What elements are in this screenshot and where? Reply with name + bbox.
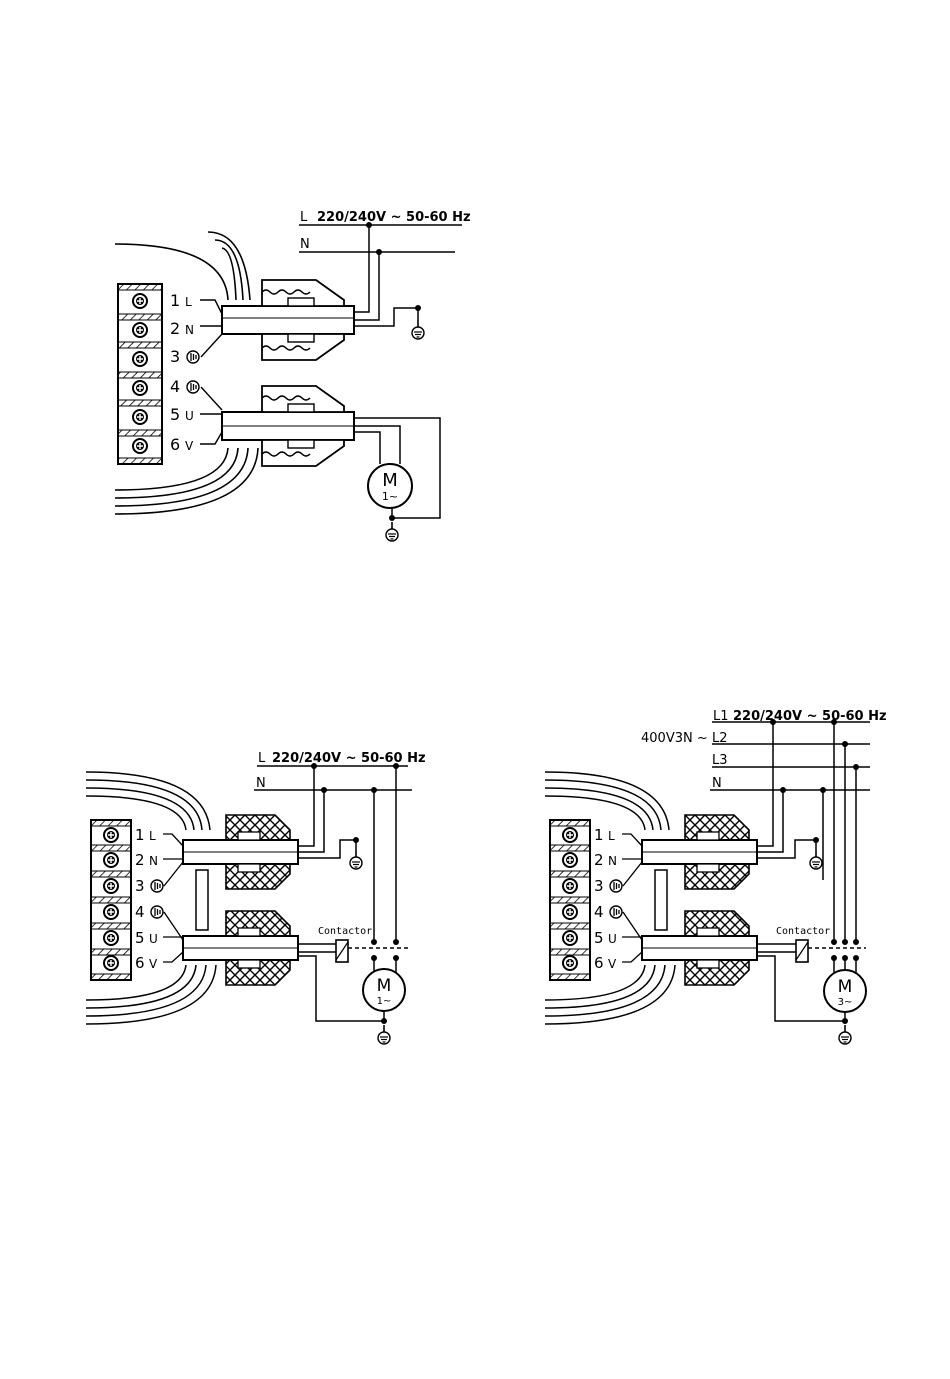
protective-earth-icon	[151, 880, 163, 892]
terminal-2-number: 2	[135, 851, 145, 869]
protective-earth-icon	[187, 351, 199, 363]
terminal-3-number: 3	[594, 877, 604, 895]
terminal-screw-icon	[133, 410, 147, 424]
terminal-3-number: 3	[170, 347, 180, 366]
terminal-block	[91, 820, 131, 980]
terminal-6-number: 6	[170, 435, 180, 454]
terminal-screw-icon	[133, 323, 147, 337]
motor-phase-label: 1~	[382, 490, 398, 503]
wiring-diagram-single-phase-contactor: L 220/240V ~ 50-60 Hz N 1 L 2 N	[86, 751, 426, 1044]
terminal-2-number: 2	[594, 851, 604, 869]
terminal-block	[118, 284, 162, 464]
terminal-screw-icon	[563, 853, 577, 867]
motor-phase-label: 1~	[377, 996, 392, 1007]
terminal-5-mark: U	[149, 932, 158, 946]
terminal-screw-icon	[133, 294, 147, 308]
protective-earth-icon	[610, 880, 622, 892]
motor-label: M	[382, 470, 398, 491]
terminal-1-mark: L	[608, 829, 615, 843]
earth-ground-icon	[378, 1025, 390, 1044]
terminal-screw-icon	[133, 439, 147, 453]
terminal-screw-icon	[563, 879, 577, 893]
earth-ground-icon	[412, 320, 424, 339]
earth-ground-icon	[810, 850, 822, 869]
supply-n-label: N	[256, 776, 266, 791]
terminal-3-number: 3	[135, 877, 145, 895]
supply-l3-label: L3	[712, 753, 728, 768]
terminal-screw-icon	[104, 956, 118, 970]
earth-ground-icon	[839, 1025, 851, 1044]
terminal-5-number: 5	[170, 405, 180, 424]
earth-ground-icon	[350, 850, 362, 869]
terminal-screw-icon	[563, 956, 577, 970]
terminal-4-number: 4	[135, 903, 145, 921]
contactor-label: Contactor	[776, 926, 830, 937]
terminal-5-number: 5	[594, 929, 604, 947]
supply-l-label: L	[300, 210, 308, 225]
wiring-diagram-single-phase: L 220/240V ~ 50-60 Hz N 1 L 2 N	[115, 210, 471, 541]
terminal-1-number: 1	[135, 826, 145, 844]
terminal-2-mark: N	[608, 854, 617, 868]
terminal-screw-icon	[104, 853, 118, 867]
supply-3ph-label: 400V3N ~	[641, 731, 708, 746]
protective-earth-icon	[151, 906, 163, 918]
terminal-6-mark: V	[149, 957, 158, 971]
contactor-label: Contactor	[318, 926, 372, 937]
terminal-screw-icon	[104, 931, 118, 945]
terminal-4-number: 4	[594, 903, 604, 921]
motor-phase-label: 3~	[838, 997, 853, 1008]
protective-earth-icon	[187, 381, 199, 393]
terminal-screw-icon	[104, 905, 118, 919]
motor-label: M	[377, 976, 392, 996]
terminal-screw-icon	[104, 828, 118, 842]
terminal-block	[550, 820, 590, 980]
terminal-2-number: 2	[170, 319, 180, 338]
motor-label: M	[838, 977, 853, 997]
terminal-4-number: 4	[170, 377, 180, 396]
terminal-1-number: 1	[594, 826, 604, 844]
terminal-6-mark: V	[608, 957, 617, 971]
terminal-5-number: 5	[135, 929, 145, 947]
earth-ground-icon	[386, 522, 398, 541]
terminal-screw-icon	[563, 931, 577, 945]
supply-n-label: N	[712, 776, 722, 791]
terminal-screw-icon	[133, 352, 147, 366]
supply-l-label: L	[258, 751, 266, 766]
terminal-screw-icon	[104, 879, 118, 893]
terminal-2-mark: N	[149, 854, 158, 868]
terminal-1-mark: L	[149, 829, 156, 843]
wiring-diagram-three-phase-contactor: L1 220/240V ~ 50-60 Hz 400V3N ~ L2 L3 N	[545, 709, 887, 1044]
protective-earth-icon	[610, 906, 622, 918]
terminal-6-number: 6	[135, 954, 145, 972]
terminal-2-mark: N	[185, 323, 194, 337]
terminal-screw-icon	[133, 381, 147, 395]
terminal-screw-icon	[563, 905, 577, 919]
terminal-6-number: 6	[594, 954, 604, 972]
terminal-6-mark: V	[185, 439, 194, 453]
terminal-1-number: 1	[170, 291, 180, 310]
terminal-5-mark: U	[608, 932, 617, 946]
terminal-5-mark: U	[185, 409, 194, 423]
terminal-screw-icon	[563, 828, 577, 842]
supply-rating-label: 220/240V ~ 50-60 Hz	[317, 210, 471, 225]
terminal-1-mark: L	[185, 295, 192, 309]
supply-n-label: N	[300, 237, 310, 252]
supply-rating-label: 220/240V ~ 50-60 Hz	[272, 751, 426, 766]
